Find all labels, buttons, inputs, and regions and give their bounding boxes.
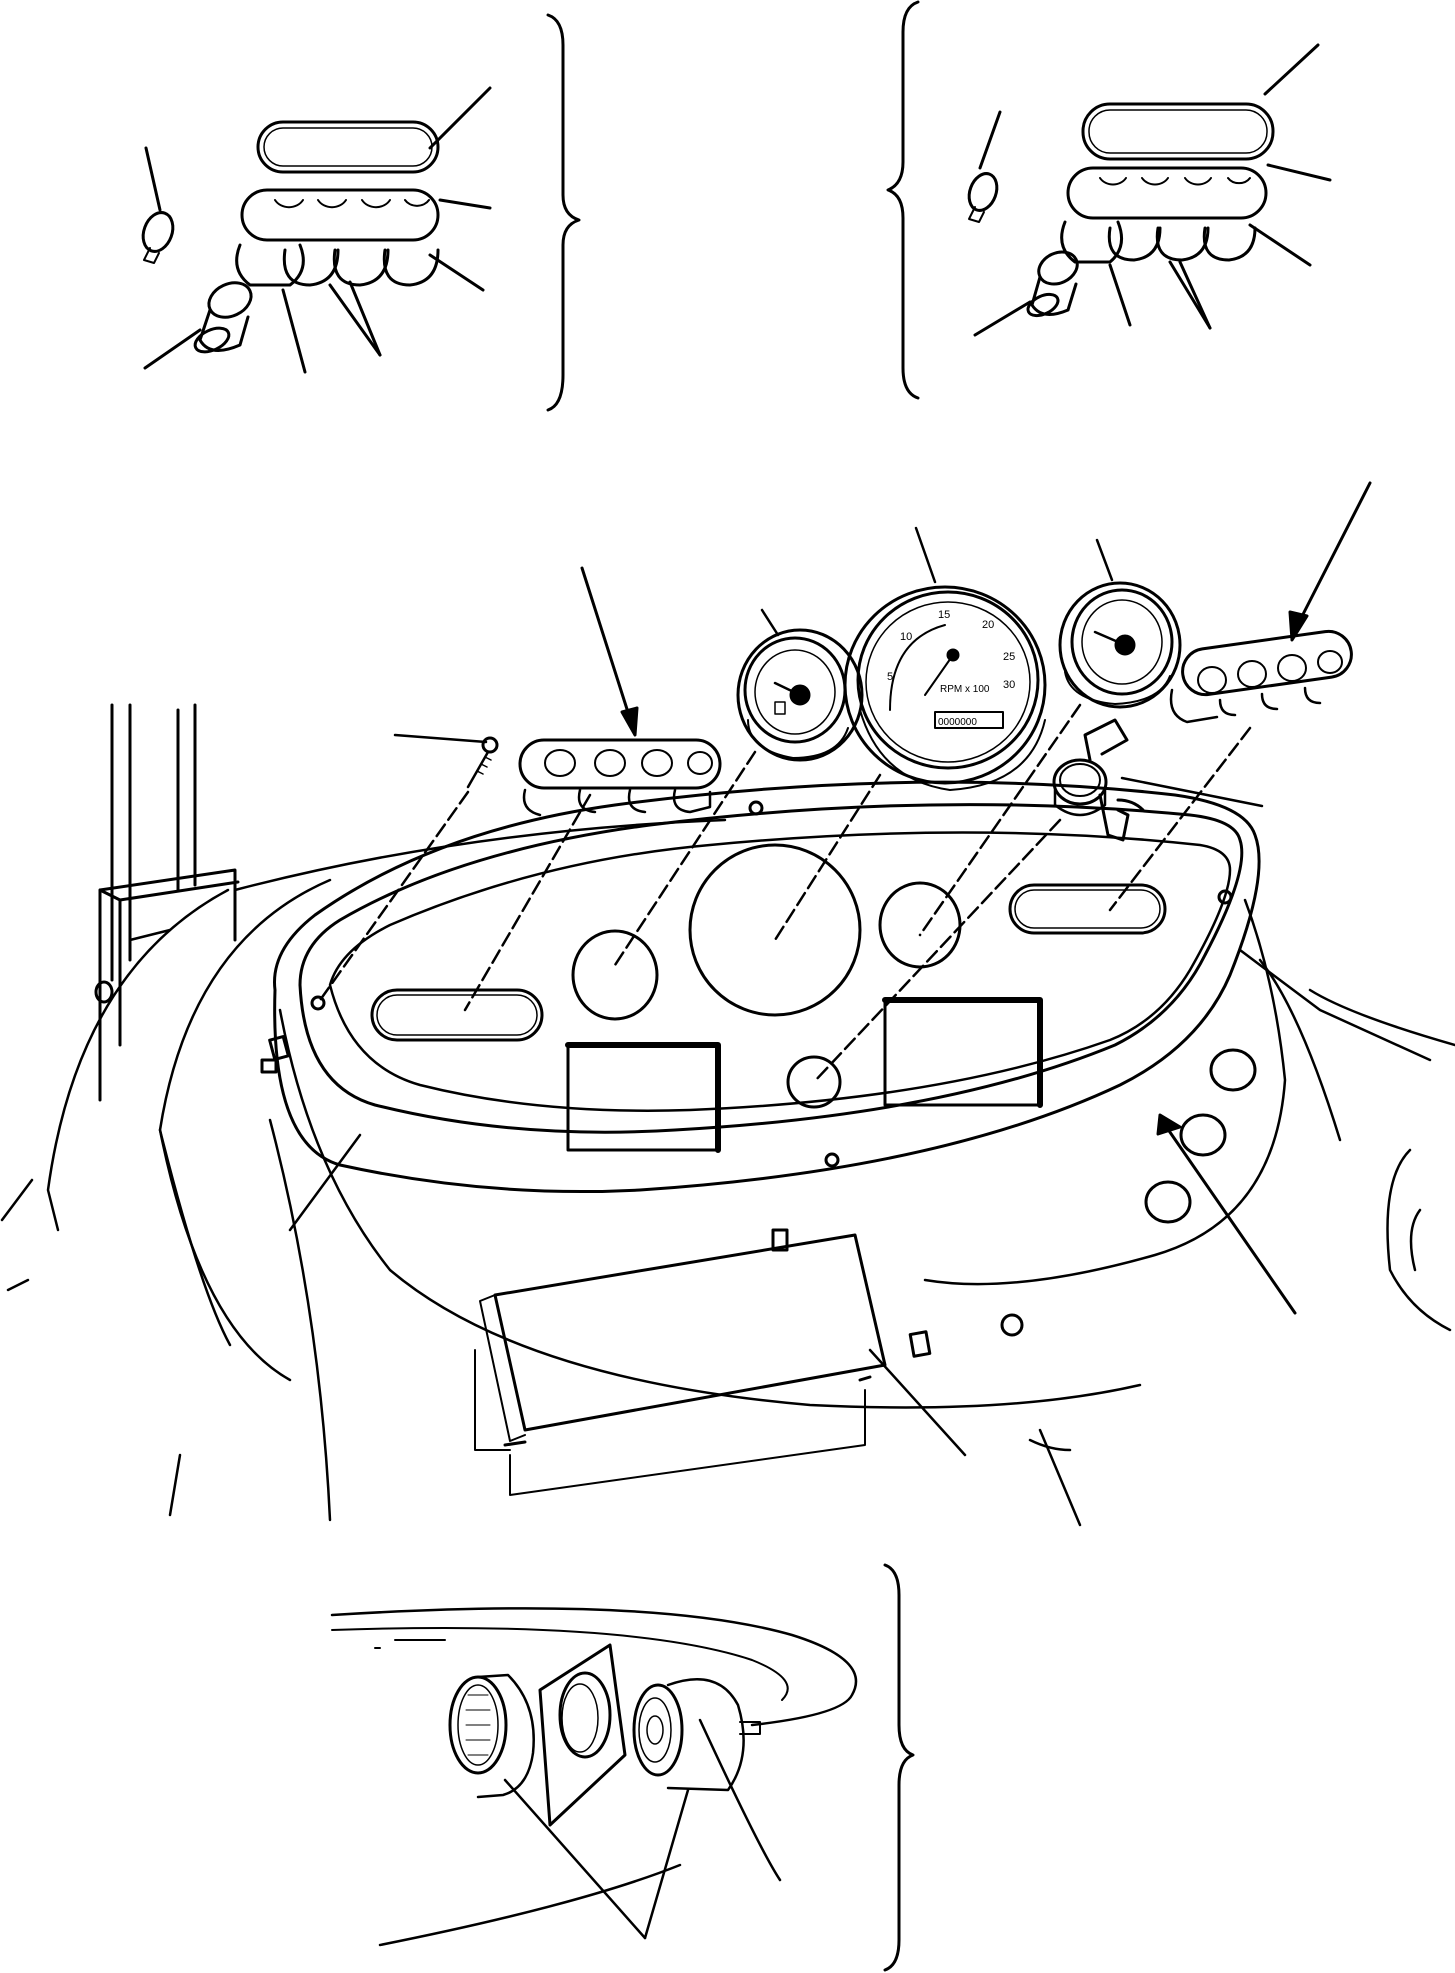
tach-scale-20: 20 — [982, 619, 994, 631]
tachometer: 5 10 15 20 25 30 RPM x 100 0000000 — [843, 585, 1047, 791]
gauge-body — [632, 1677, 761, 1792]
fuel-gauge — [736, 628, 864, 762]
key-icon — [1083, 718, 1145, 842]
threaded-nut — [448, 1673, 535, 1799]
bulb-icon — [141, 211, 175, 264]
gauge-mounting-detail — [330, 1563, 915, 1972]
panel-cutouts — [370, 843, 1167, 1153]
lamp-cluster-detail-right — [886, 0, 1332, 400]
bezel — [1066, 166, 1268, 220]
panel-screws — [310, 800, 1233, 1168]
bulb-holder-icon — [193, 281, 253, 354]
tach-scale-15: 15 — [938, 609, 950, 621]
tach-scale-25: 25 — [1003, 651, 1015, 663]
arrow-icon — [1288, 481, 1372, 642]
lamp-cluster-left — [518, 738, 722, 817]
tach-unit-label: RPM x 100 — [940, 684, 990, 695]
hour-meter-digits: 0000000 — [938, 717, 977, 728]
lamp-housings — [1060, 220, 1257, 264]
fuse-box — [474, 1233, 887, 1496]
panel-plate — [298, 803, 1244, 1134]
bracket — [886, 0, 920, 400]
bulb-icon — [967, 172, 999, 223]
lamp-cluster-right — [1169, 629, 1353, 724]
temperature-gauge — [1058, 581, 1182, 709]
hood-holes — [771, 1048, 1257, 1358]
screw-icon — [466, 736, 499, 789]
panel-frame-outer — [273, 780, 1261, 1194]
bulb-holder-icon — [1026, 250, 1079, 318]
bracket — [883, 1563, 915, 1972]
lens-cover — [1081, 102, 1275, 161]
connector — [260, 1035, 290, 1074]
leader-lines — [288, 526, 1264, 1457]
instrument-panel-detail: 5 10 15 20 25 30 RPM x 100 0000000 — [0, 481, 1455, 1527]
lens-cover — [256, 120, 440, 174]
tach-scale-30: 30 — [1003, 679, 1015, 691]
rops-post — [94, 703, 240, 1102]
fuel-icon — [774, 701, 786, 715]
ignition-switch — [1052, 718, 1145, 842]
hood-outline — [0, 818, 1455, 1527]
tach-scale-5: 5 — [887, 671, 893, 683]
hour-meter — [934, 711, 1004, 729]
tach-scale-10: 10 — [900, 631, 912, 643]
bezel — [240, 188, 440, 242]
mounting-plate — [538, 1643, 627, 1827]
arrow-icon — [1156, 1113, 1297, 1315]
bracket — [546, 13, 581, 412]
lamp-housings — [235, 243, 440, 287]
lamp-cluster-detail-left — [141, 13, 581, 412]
arrow-icon — [580, 566, 639, 737]
